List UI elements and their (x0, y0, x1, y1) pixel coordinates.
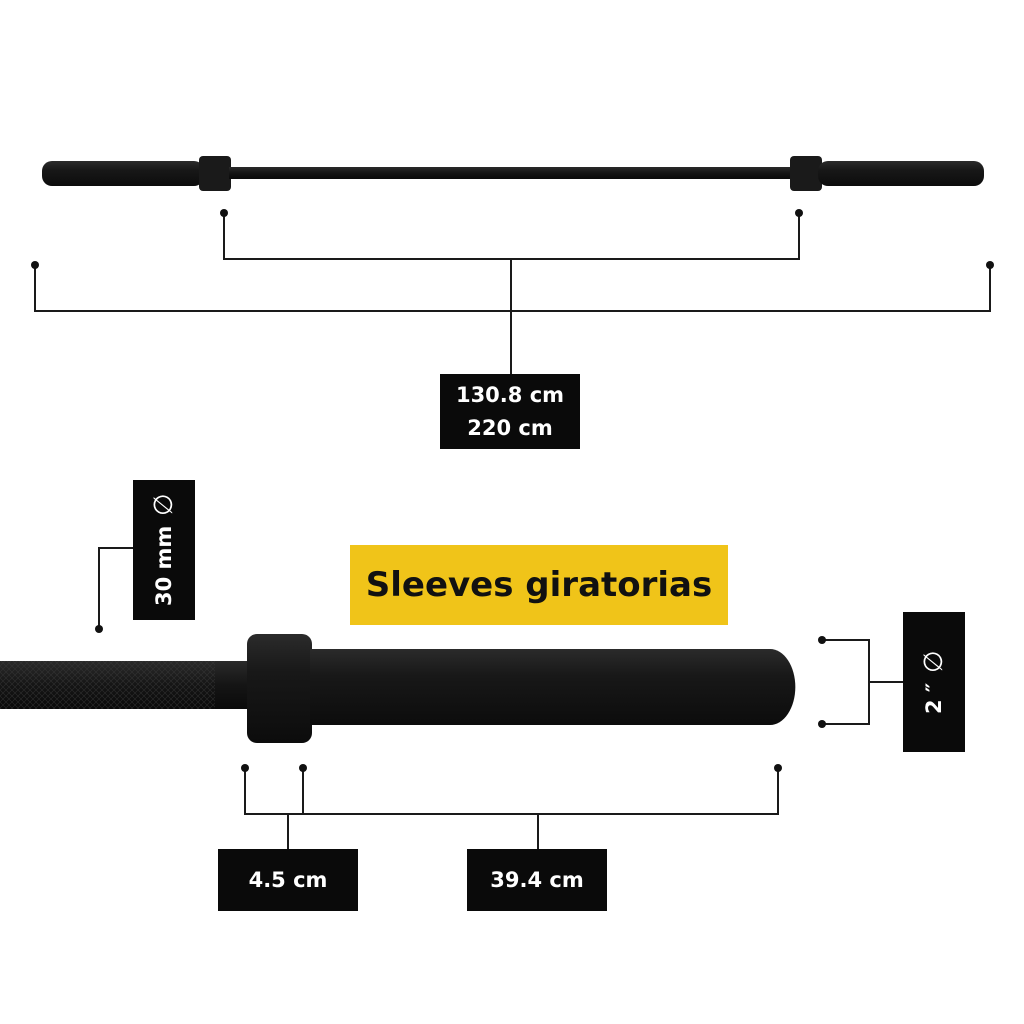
full-barbell (42, 156, 984, 191)
barbell-shaft (229, 167, 794, 179)
collar-width-text: 4.5 cm (248, 868, 328, 892)
sleeve-length-bracket (303, 768, 779, 849)
collar-right-dot (299, 764, 307, 772)
diameter-icon: ∅ (149, 493, 179, 517)
closeup-sleeve (310, 649, 796, 725)
closeup-collar (247, 634, 312, 743)
sleeve-diameter-text: 2 ″ (922, 682, 946, 714)
collar-width-label: 4.5 cm (218, 849, 358, 911)
grip-left-dot (220, 209, 228, 217)
barbell-left-sleeve (42, 161, 204, 186)
collar-left-dot (241, 764, 249, 772)
diameter-icon: ∅ (919, 650, 949, 673)
barbell-right-collar (790, 156, 822, 191)
total-left-dot (31, 261, 39, 269)
shaft-diameter-leader (98, 547, 133, 629)
total-length-bracket (34, 265, 991, 312)
grip-right-dot (795, 209, 803, 217)
sleeve-length-end-dot (774, 764, 782, 772)
closeup-knurling (0, 661, 215, 709)
length-label: 130.8 cm 220 cm (440, 374, 580, 449)
sleeves-title-text: Sleeves giratorias (365, 565, 713, 605)
shaft-diameter-text: 30 mm (152, 526, 176, 607)
collar-width-bracket (244, 768, 304, 849)
sleeve-closeup (0, 634, 796, 743)
sleeves-title: Sleeves giratorias (350, 545, 728, 625)
sleeve-diameter-top-dot (818, 636, 826, 644)
sleeve-diameter-bottom-dot (818, 720, 826, 728)
sleeve-length-text: 39.4 cm (490, 868, 584, 892)
total-length-text: 220 cm (467, 415, 553, 440)
sleeve-diameter-bracket (822, 639, 903, 725)
shaft-diameter-dot (95, 625, 103, 633)
grip-length-bracket (223, 213, 800, 374)
barbell-left-collar (199, 156, 231, 191)
barbell-right-sleeve (818, 161, 984, 186)
sleeve-diameter-label: 2 ″ ∅ (903, 612, 965, 752)
shaft-diameter-label: 30 mm ∅ (133, 480, 195, 620)
sleeve-length-label: 39.4 cm (467, 849, 607, 911)
total-right-dot (986, 261, 994, 269)
grip-length-text: 130.8 cm (455, 382, 565, 407)
